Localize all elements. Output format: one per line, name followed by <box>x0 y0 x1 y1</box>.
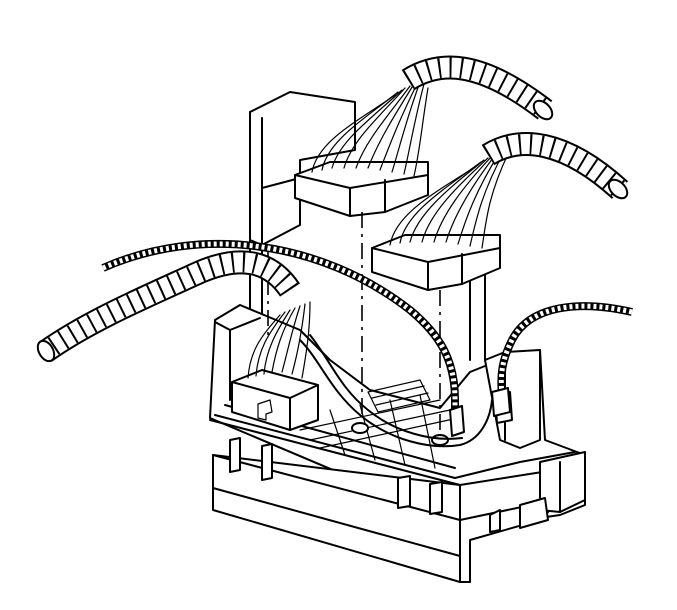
harness-convoluted-conduit-right <box>481 132 629 200</box>
terminal-clips <box>449 387 511 437</box>
harness-connector-upper-left <box>294 81 429 217</box>
twisted-wire-long <box>101 239 459 430</box>
harness-connector-lower-left <box>231 301 319 431</box>
wire-loop <box>299 334 493 448</box>
harness-convoluted-conduit-left <box>36 250 300 363</box>
harness-connector-upper-right <box>371 151 509 291</box>
twisted-wire-right <box>497 302 633 396</box>
harness-convoluted-conduit-top <box>401 55 554 121</box>
fuse-block-housing <box>209 304 586 583</box>
back-support-panel <box>249 91 486 361</box>
